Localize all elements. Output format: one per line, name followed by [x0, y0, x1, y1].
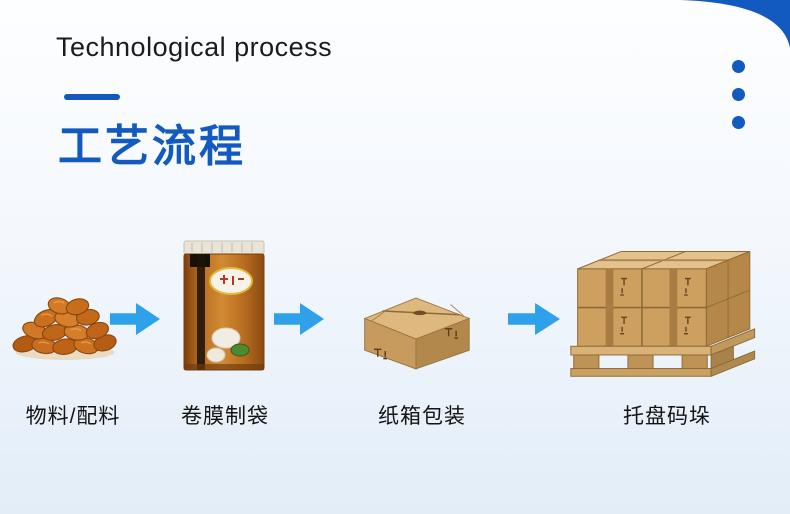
dot-icon — [732, 60, 745, 73]
step-label-palletizing: 托盘码垛 — [623, 405, 711, 428]
corner-blue-decoration — [680, 0, 790, 48]
dots-decoration — [732, 60, 745, 129]
section-title-chinese: 工艺流程 — [58, 122, 246, 171]
carton-box-illustration — [346, 266, 486, 371]
film-roll-bag-illustration — [176, 238, 272, 378]
section-title-english: Technological process — [56, 32, 333, 62]
dot-icon — [732, 88, 745, 101]
step-label-ingredients: 物料/配料 — [25, 405, 121, 428]
title-underline-dash — [64, 94, 120, 100]
right-arrow-icon — [508, 303, 560, 335]
step-label-carton: 纸箱包装 — [378, 405, 466, 428]
dot-icon — [732, 116, 745, 129]
pallet-stack-illustration — [566, 230, 774, 390]
step-label-bag-making: 卷膜制袋 — [181, 405, 269, 428]
nuts-ingredients-illustration — [10, 282, 124, 362]
right-arrow-icon — [274, 303, 324, 335]
